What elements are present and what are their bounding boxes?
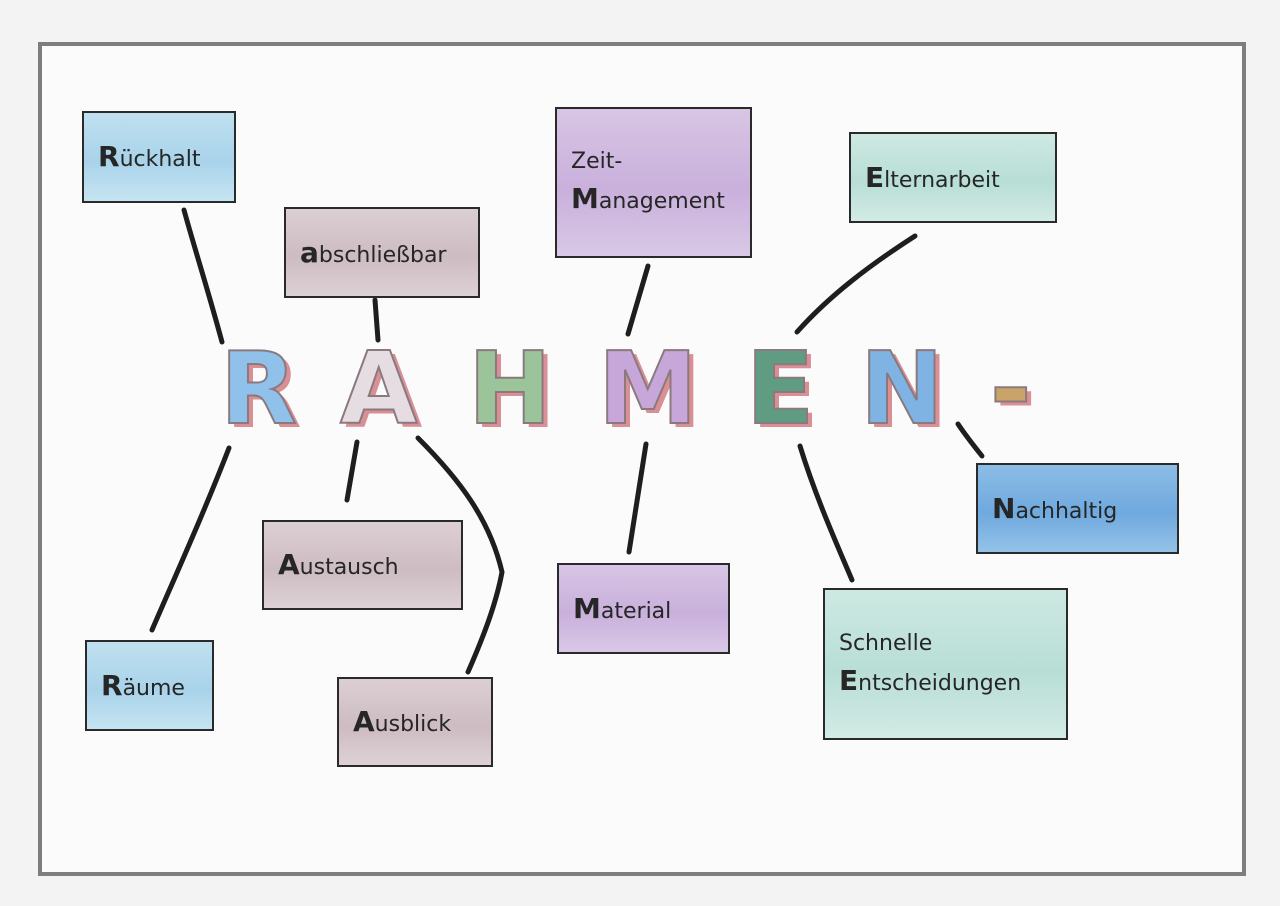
label-rueckhalt: Rückhalt (98, 140, 201, 173)
box-abschliessbar: abschließbar (284, 207, 480, 298)
title-rahmen: R A H M E N - (208, 329, 1068, 448)
label-material: Material (573, 591, 672, 625)
label-elternarbeit: Elternarbeit (865, 160, 1000, 194)
label-abschliessbar: abschließbar (300, 235, 447, 269)
label-management: Management (571, 182, 725, 215)
box-raeume: Räume (85, 640, 214, 731)
title-letter-r: R (219, 329, 298, 448)
label-austausch: Austausch (278, 548, 399, 581)
label-ausblick: Ausblick (353, 705, 452, 738)
label-zeit: Zeit- (571, 149, 623, 174)
box-nachhaltig: Nachhaltig (976, 463, 1179, 554)
title-letter-n: N (859, 329, 945, 448)
title-letter-e: E (745, 329, 815, 448)
box-rueckhalt: Rückhalt (82, 111, 236, 203)
box-austausch: Austausch (262, 520, 463, 610)
box-zeit-management: Zeit- Management (555, 107, 752, 258)
box-material: Material (557, 563, 730, 654)
title-letter-m: M (597, 329, 699, 448)
box-elternarbeit: Elternarbeit (849, 132, 1057, 223)
box-schnelle-entscheidungen: Schnelle Entscheidungen (823, 588, 1068, 740)
label-entscheidungen: Entscheidungen (839, 663, 1022, 697)
label-raeume: Räume (101, 668, 185, 702)
title-letter-h: H (467, 329, 553, 448)
box-ausblick: Ausblick (337, 677, 493, 767)
label-nachhaltig: Nachhaltig (992, 491, 1118, 525)
label-schnelle: Schnelle (839, 630, 933, 656)
title-letter-dash: - (989, 329, 1032, 448)
title-letter-a: A (339, 329, 418, 448)
